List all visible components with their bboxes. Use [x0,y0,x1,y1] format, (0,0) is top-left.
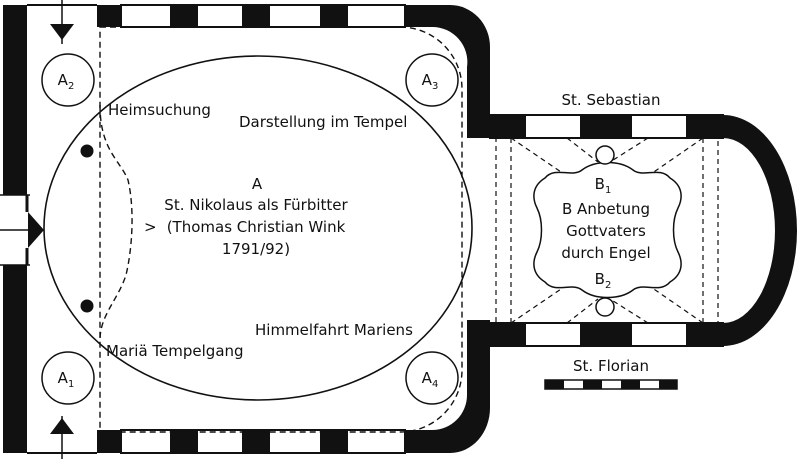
corner-medallions [41,53,459,405]
north-pier [320,5,348,27]
medallion-a1 [41,351,95,405]
choir-b2-label: B2 [595,270,612,291]
scene-darstellung: Darstellung im Tempel [239,113,407,131]
north-pier [242,5,270,27]
altar-dot [80,299,94,313]
north-door-arrow-icon [50,24,74,40]
scene-himmelfahrt: Himmelfahrt Mariens [255,321,413,339]
gallery-dashed-curve [99,104,133,341]
choir-fresco-cartouche [533,161,682,299]
nave-east-wall-lower [405,320,490,453]
west-entrances [0,0,97,459]
medallion-a3-label: A3 [422,71,439,92]
choir-fresco-line1: B Anbetung [562,200,650,218]
medallion-a4-label: A4 [422,369,439,390]
label-st-florian: St. Florian [573,357,649,375]
nave-east-wall-upper [405,5,490,138]
medallion-a2 [41,53,95,107]
scene-tempelgang: Mariä Tempelgang [106,342,244,360]
nave-south-wall-west [97,430,121,453]
scale-bar [544,379,678,390]
fresco-a-letter: A [252,175,263,193]
medallion-a3 [405,53,459,107]
north-window-band [120,4,406,28]
label-st-sebastian: St. Sebastian [562,91,661,109]
fresco-a-date: 1791/92) [222,240,290,258]
south-door-arrow-icon [50,418,74,434]
south-pier [242,430,270,453]
nave-vault-dashed-outline [99,26,463,433]
choir-fresco-line2: Gottvaters [566,222,646,240]
fresco-a-artist: (Thomas Christian Wink [167,218,346,236]
choir-apse-wall [723,115,797,346]
choir-medallion-bottom [595,297,615,317]
west-door-arrow-icon [28,212,44,248]
medallion-a4 [405,351,459,405]
fresco-a-title: St. Nikolaus als Fürbitter [164,196,348,214]
choir-fresco-line3: durch Engel [561,244,650,262]
choir-walls [489,114,797,347]
main-fresco-oval [43,55,473,401]
south-pier [320,430,348,453]
direction-arrow-glyph: > [144,218,157,236]
choir-vault-lines [495,137,719,324]
north-pier [170,5,198,27]
choir-b1-label: B1 [595,175,612,196]
nave-north-wall-west [97,5,121,27]
scene-heimsuchung: Heimsuchung [108,101,211,119]
choir-medallion-top [595,145,615,165]
medallion-a1-label: A1 [58,369,75,390]
medallion-a2-label: A2 [58,71,75,92]
south-window-band [120,429,406,454]
pulpit-dot [80,144,94,158]
south-pier [170,430,198,453]
